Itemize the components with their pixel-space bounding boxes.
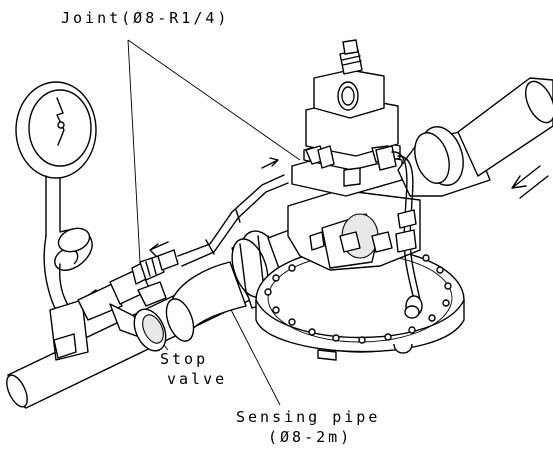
stop-valve bbox=[109, 267, 167, 352]
pressure-gauge bbox=[15, 81, 123, 361]
control-tubing bbox=[391, 151, 423, 319]
stop-valve-label-line2: valve bbox=[167, 370, 228, 388]
stop-valve-label-line1: Stop bbox=[160, 350, 209, 368]
outlet-pipe bbox=[397, 77, 553, 199]
joint-fitting bbox=[131, 241, 179, 285]
joint-label: Joint(Ø8-R1/4) bbox=[61, 9, 230, 27]
sensing-pipe-label-line2: (Ø8-2m) bbox=[268, 428, 353, 446]
valve-body bbox=[255, 39, 465, 361]
sensing-pipe-label-line1: Sensing pipe bbox=[236, 408, 381, 426]
sensing-pipe bbox=[177, 157, 289, 267]
